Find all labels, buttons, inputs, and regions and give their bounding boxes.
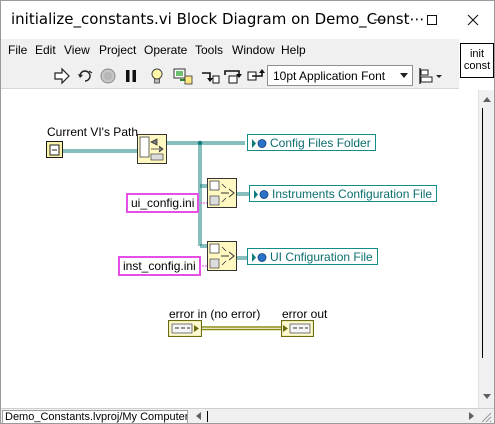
menu-tools[interactable]: Tools: [195, 43, 224, 57]
current-vi-path-label: Current VI's Path: [47, 125, 138, 139]
step-over-icon: [224, 70, 242, 84]
path-indicator-icon: [252, 253, 267, 262]
close-icon: [467, 14, 479, 26]
build-path-node-instruments[interactable]: [207, 178, 237, 208]
current-vi-path-node[interactable]: [46, 141, 63, 158]
align-objects-button[interactable]: [419, 66, 445, 86]
path-indicator-icon: [254, 190, 269, 199]
abort-button[interactable]: [98, 66, 118, 86]
vi-icon[interactable]: init const: [460, 43, 494, 78]
scroll-up-arrow-icon[interactable]: [479, 92, 495, 108]
run-arrow-icon: [54, 67, 70, 85]
run-button[interactable]: [52, 66, 72, 86]
indicator-label: Instruments Configuration File: [272, 187, 433, 201]
step-out-icon: [247, 69, 265, 81]
close-button[interactable]: [450, 1, 494, 39]
step-into-icon: [202, 72, 220, 84]
wire-junction: [197, 140, 203, 146]
indicator-ui-configuration-file[interactable]: UI Cnfiguration File: [247, 248, 378, 265]
run-continuously-icon: [78, 70, 93, 82]
step-into-button[interactable]: [200, 66, 220, 86]
align-objects-icon: [419, 68, 442, 84]
window-title: initialize_constants.vi Block Diagram on…: [11, 10, 425, 28]
scroll-right-arrow-icon[interactable]: [465, 409, 477, 423]
path-indicator-icon: [252, 139, 267, 148]
menu-file[interactable]: File: [8, 43, 28, 57]
strip-path-node[interactable]: [137, 134, 167, 164]
maximize-icon: [427, 15, 437, 25]
title-bar[interactable]: initialize_constants.vi Block Diagram on…: [1, 1, 494, 39]
menu-window[interactable]: Window: [232, 43, 275, 57]
error-out-label: error out: [282, 307, 328, 321]
document-icon: [49, 144, 60, 156]
string-constant-inst-config[interactable]: inst_config.ini: [118, 256, 201, 276]
indicator-label: UI Cnfiguration File: [270, 250, 373, 264]
retain-wire-values-icon: [173, 68, 193, 85]
toolbar: 10pt Application Font: [1, 63, 459, 89]
minimize-icon: [374, 19, 384, 21]
indicator-instruments-configuration-file[interactable]: Instruments Configuration File: [249, 185, 438, 202]
menu-bar: File Edit View Project Operate Tools Win…: [1, 39, 459, 63]
vi-icon-line1: init: [469, 48, 485, 60]
project-context: Demo_Constants.lvproj/My Computer: [2, 410, 188, 423]
vertical-scrollbar[interactable]: [478, 90, 494, 408]
menu-operate[interactable]: Operate: [144, 43, 188, 57]
error-wire: [201, 326, 281, 331]
menu-view[interactable]: View: [64, 43, 90, 57]
scrollbar-divider: [482, 108, 483, 358]
chevron-down-icon: [400, 73, 408, 78]
menu-project[interactable]: Project: [99, 43, 137, 57]
minimize-button[interactable]: [356, 1, 402, 39]
step-out-button[interactable]: [246, 66, 266, 86]
build-path-node-ui[interactable]: [207, 241, 237, 271]
pause-button[interactable]: [121, 66, 141, 86]
step-over-button[interactable]: [223, 66, 243, 86]
indicator-label: Config Files Folder: [270, 136, 371, 150]
menu-help[interactable]: Help: [281, 43, 306, 57]
scroll-left-arrow-icon[interactable]: [193, 409, 205, 423]
abort-icon: [100, 68, 116, 84]
retain-wire-values-button[interactable]: [173, 66, 193, 86]
error-in-label: error in (no error): [169, 307, 261, 321]
scroll-down-arrow-icon[interactable]: [479, 388, 495, 404]
block-diagram-canvas[interactable]: Current VI's Path ui_config.ini: [1, 90, 478, 408]
menu-edit[interactable]: Edit: [35, 43, 56, 57]
string-constant-ui-config[interactable]: ui_config.ini: [126, 193, 200, 213]
highlight-execution-icon: [151, 68, 163, 84]
horizontal-scrollbar-track[interactable]: [207, 411, 462, 422]
font-select-value: 10pt Application Font: [273, 69, 386, 83]
scroll-thumb-divider: [207, 411, 208, 422]
maximize-button[interactable]: [409, 1, 455, 39]
indicator-config-files-folder[interactable]: Config Files Folder: [247, 134, 376, 151]
resize-grip-icon[interactable]: [479, 410, 493, 424]
error-in-control[interactable]: [168, 320, 202, 337]
run-continuously-button[interactable]: [75, 66, 95, 86]
vi-icon-line2: const: [463, 60, 491, 72]
highlight-execution-button[interactable]: [147, 66, 167, 86]
status-and-hscroll-bar: Demo_Constants.lvproj/My Computer: [1, 408, 494, 424]
pause-icon: [126, 70, 136, 82]
font-select[interactable]: 10pt Application Font: [267, 65, 413, 86]
error-out-indicator[interactable]: [281, 320, 314, 337]
